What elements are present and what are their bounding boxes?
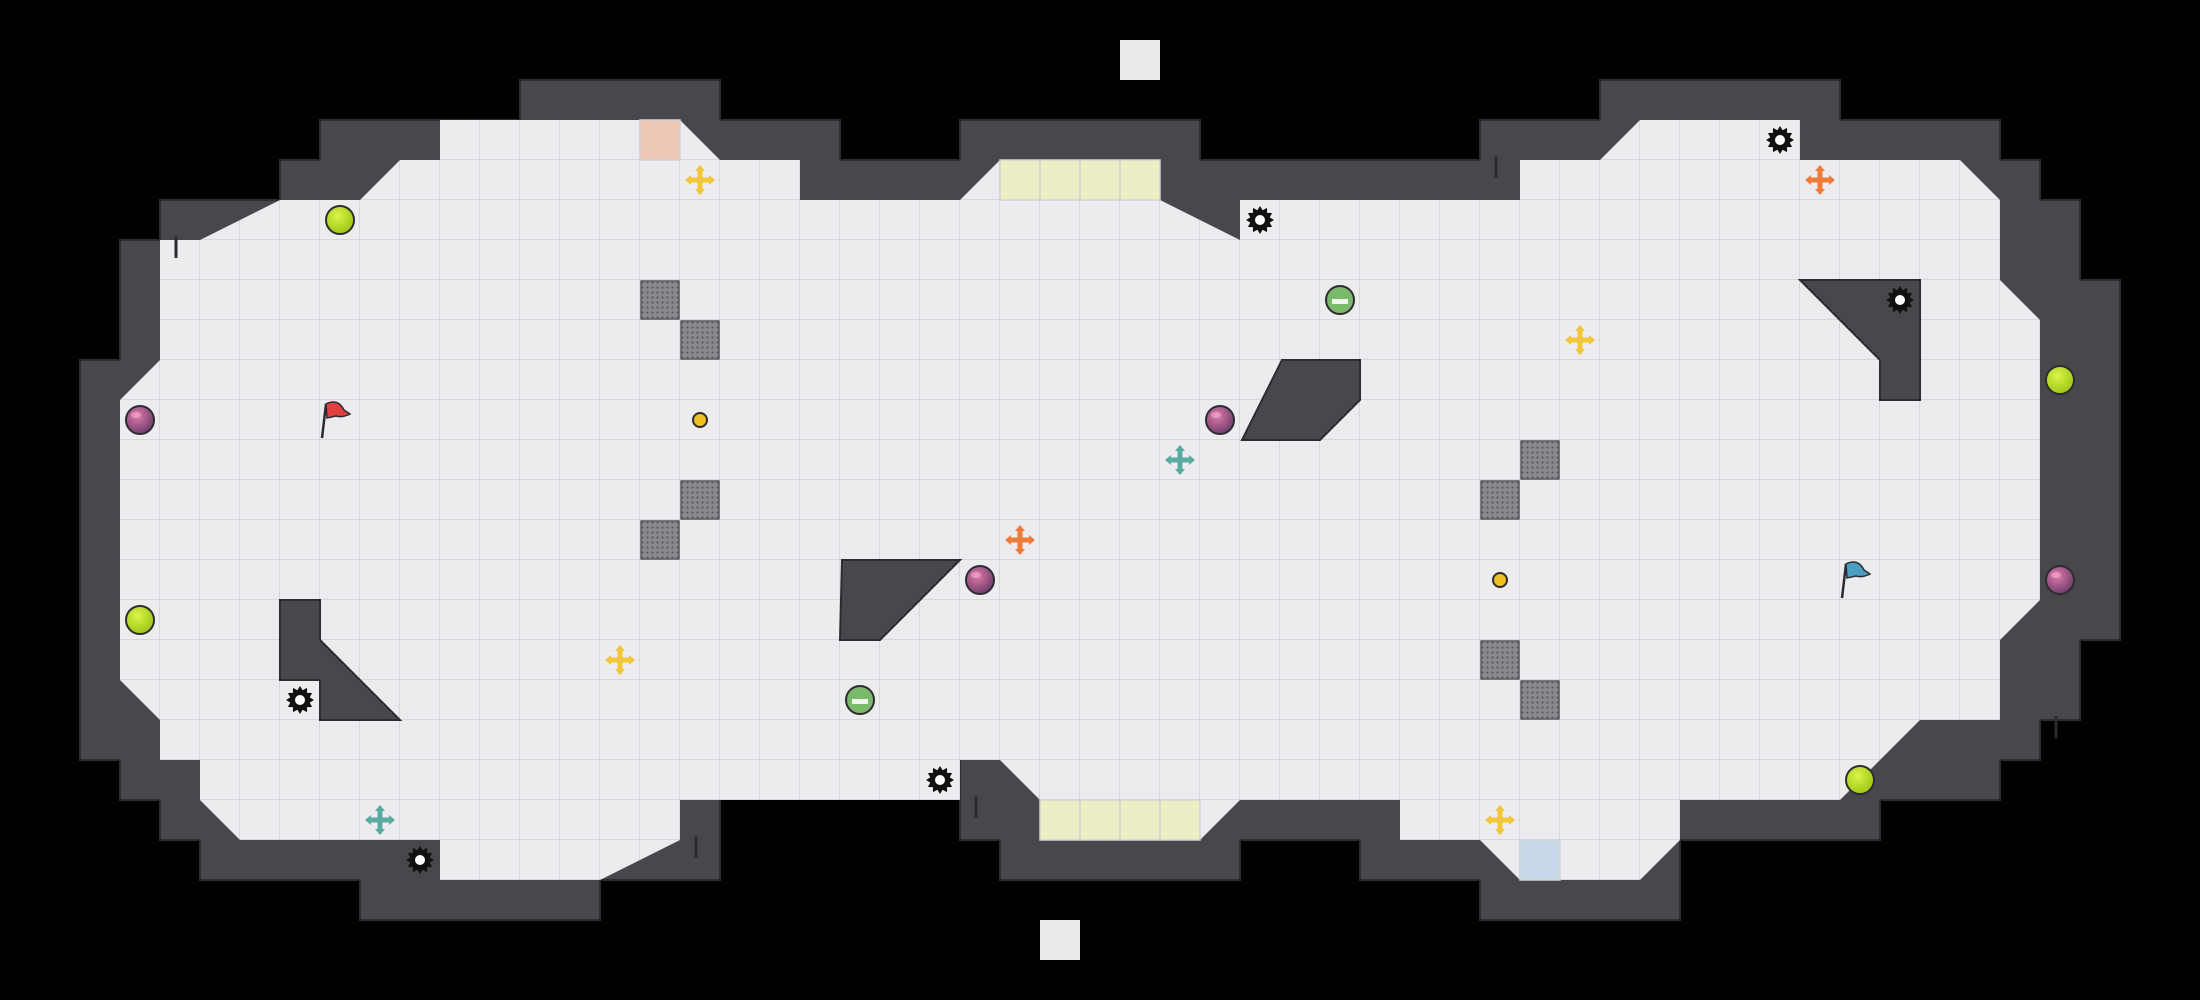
sawblades (286, 126, 1914, 874)
cross-arrows-icon[interactable] (1005, 525, 1035, 555)
cross-arrows-icon[interactable] (1805, 165, 1835, 195)
cross-arrows-icon[interactable] (685, 165, 715, 195)
green-orb-icon[interactable] (1325, 285, 1355, 315)
lime-orb-icon[interactable] (325, 205, 355, 235)
cross-arrows-icon[interactable] (605, 645, 635, 675)
colored-tile (999, 159, 1041, 201)
colored-tile (1159, 799, 1201, 841)
bottom-marker (1040, 920, 1080, 960)
interior-walls (279, 279, 1921, 721)
red-flag-icon (320, 401, 352, 439)
colored-tile (1119, 799, 1161, 841)
top-marker (1120, 40, 1160, 80)
lime-orb-icon[interactable] (2045, 365, 2075, 395)
blue-flag-icon (1840, 561, 1872, 599)
wall-notches (174, 156, 2058, 858)
colored-tile (1079, 799, 1121, 841)
grate-block-icon (1480, 640, 1520, 680)
coin-icon[interactable] (692, 412, 708, 428)
sawblade-icon (406, 846, 434, 874)
grate-block-icon (1480, 480, 1520, 520)
colored-tile (1039, 159, 1081, 201)
coin-icon[interactable] (1492, 572, 1508, 588)
colored-tile (639, 119, 681, 161)
pink-orb-icon[interactable] (125, 405, 155, 435)
ramp-block (838, 559, 963, 641)
cross-pickups (365, 165, 1835, 835)
grate-blocks (640, 280, 1560, 720)
ramp-block (1797, 279, 1921, 401)
cross-arrows-icon[interactable] (1485, 805, 1515, 835)
pink-orb-icon[interactable] (965, 565, 995, 595)
sawblade-icon (1886, 286, 1914, 314)
grate-block-icon (640, 520, 680, 560)
colored-tile (1519, 839, 1561, 881)
ramp-block (1240, 359, 1361, 441)
cross-arrows-icon[interactable] (1165, 445, 1195, 475)
sawblade-icon (286, 686, 314, 714)
coins (692, 412, 1508, 588)
colored-tile (1079, 159, 1121, 201)
sawblade-icon (1246, 206, 1274, 234)
lime-orb-icon[interactable] (125, 605, 155, 635)
sawblade-icon (1766, 126, 1794, 154)
grate-block-icon (640, 280, 680, 320)
flags (320, 401, 1872, 599)
grate-block-icon (680, 480, 720, 520)
grate-block-icon (1520, 440, 1560, 480)
cross-arrows-icon[interactable] (1565, 325, 1595, 355)
cross-arrows-icon[interactable] (365, 805, 395, 835)
colored-tile (1119, 159, 1161, 201)
sawblade-icon (926, 766, 954, 794)
colored-tiles (639, 119, 1561, 881)
green-orb-icon[interactable] (845, 685, 875, 715)
pink-orb-icon[interactable] (2045, 565, 2075, 595)
orbs (125, 205, 2075, 795)
ramp-block (279, 599, 403, 721)
grate-block-icon (680, 320, 720, 360)
level-floor (120, 120, 2040, 880)
lime-orb-icon[interactable] (1845, 765, 1875, 795)
pink-orb-icon[interactable] (1205, 405, 1235, 435)
grate-block-icon (1520, 680, 1560, 720)
colored-tile (1039, 799, 1081, 841)
